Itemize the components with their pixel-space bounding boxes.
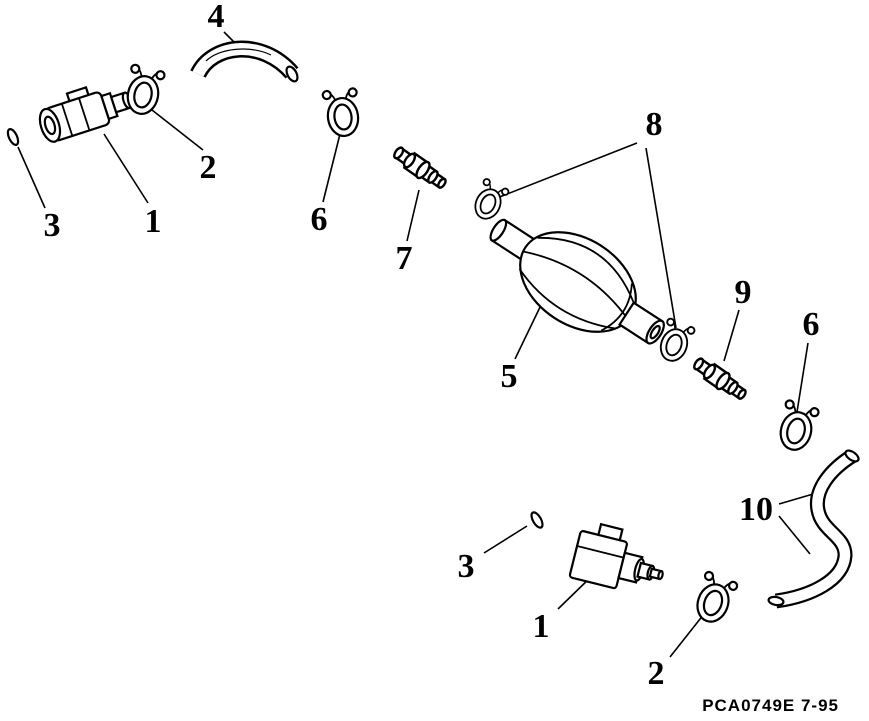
- callout-10: 10: [739, 491, 773, 528]
- part-10-fuel-hose: [767, 449, 860, 609]
- part-3-oring-upper: [6, 128, 20, 146]
- part-5-primer-bulb: [489, 218, 665, 345]
- callout-2-upper: 2: [199, 149, 217, 186]
- part-3-oring-lower: [530, 511, 544, 529]
- part-2-clamp-lower: [689, 569, 740, 628]
- callout-9: 9: [734, 274, 752, 311]
- callout-3-lower: 3: [457, 548, 475, 585]
- callout-3-upper: 3: [43, 207, 61, 244]
- callout-7: 7: [395, 240, 413, 277]
- callout-5: 5: [500, 358, 518, 395]
- callout-4: 4: [207, 0, 225, 35]
- doc-code: PCA0749E 7-95: [702, 696, 839, 715]
- callout-6-left: 6: [310, 201, 328, 238]
- part-6-clamp-left: [321, 85, 364, 140]
- part-9-fitting: [689, 353, 751, 405]
- callout-1-upper: 1: [144, 203, 162, 240]
- callout-1-lower: 1: [532, 608, 550, 645]
- part-4-fuel-hose: [190, 40, 299, 83]
- part-7-fitting: [389, 142, 451, 194]
- part-1-fuel-connector-lower: [568, 522, 664, 590]
- part-1-fuel-connector-upper: [38, 85, 133, 143]
- callout-6-right: 6: [802, 306, 820, 343]
- callout-2-lower: 2: [647, 655, 665, 692]
- leader-lines: [17, 31, 821, 658]
- part-8-clamp-left: [468, 177, 511, 225]
- callout-8: 8: [645, 106, 663, 143]
